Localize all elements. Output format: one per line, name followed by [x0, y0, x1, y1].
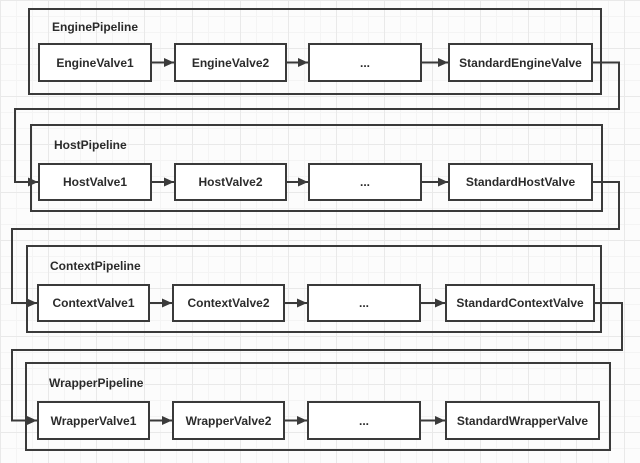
- pipeline-host-title: HostPipeline: [54, 138, 127, 152]
- pipeline-wrapper: WrapperPipeline: [25, 362, 611, 451]
- valve-host-1: HostValve1: [38, 163, 152, 201]
- connector-host-to-context: [11, 181, 620, 308]
- valve-context-1: ContextValve1: [37, 284, 150, 322]
- connector-engine-to-host: [14, 61, 620, 187]
- valve-engine-2: EngineValve2: [174, 43, 287, 82]
- valve-wrapper-1: WrapperValve1: [37, 401, 150, 440]
- pipeline-context: ContextPipeline: [26, 245, 602, 333]
- valve-host-2: HostValve2: [174, 163, 287, 201]
- valve-wrapper-standard: StandardWrapperValve: [445, 401, 600, 440]
- valve-context-2: ContextValve2: [172, 284, 285, 322]
- valve-host-dots: ...: [308, 163, 422, 201]
- valve-context-dots: ...: [307, 284, 421, 322]
- pipeline-host: HostPipeline: [30, 124, 603, 212]
- valve-wrapper-2: WrapperValve2: [172, 401, 285, 440]
- valve-context-standard: StandardContextValve: [445, 284, 595, 322]
- pipeline-engine: EnginePipeline: [28, 8, 602, 95]
- valve-wrapper-dots: ...: [307, 401, 421, 440]
- valve-host-standard: StandardHostValve: [448, 163, 593, 201]
- pipeline-context-title: ContextPipeline: [50, 259, 141, 273]
- pipeline-engine-title: EnginePipeline: [52, 20, 139, 34]
- valve-engine-1: EngineValve1: [38, 43, 152, 82]
- valve-engine-standard: StandardEngineValve: [448, 43, 593, 82]
- pipeline-wrapper-title: WrapperPipeline: [49, 376, 144, 390]
- connector-context-to-wrapper: [11, 302, 623, 425]
- valve-engine-dots: ...: [308, 43, 422, 82]
